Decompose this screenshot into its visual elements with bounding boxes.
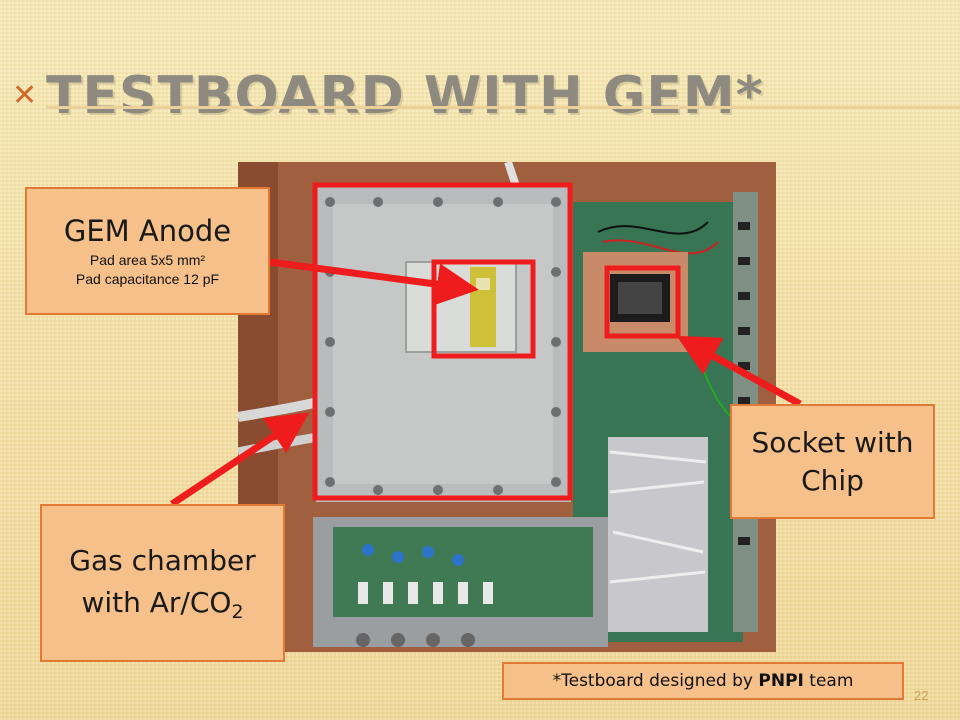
gem-anode-callout: GEM Anode Pad area 5x5 mm² Pad capacitan… — [25, 187, 270, 315]
slide-title: TESTBOARD WITH GEM* — [46, 66, 764, 126]
testboard-photo-illustration — [238, 162, 776, 652]
page-number: 22 — [914, 688, 929, 703]
socket-line-2: Chip — [801, 463, 864, 497]
gas-mixture-text: with Ar/CO — [81, 585, 232, 619]
footnote-prefix: *Testboard designed by — [552, 671, 759, 691]
gas-chamber-line-2: with Ar/CO2 — [81, 582, 243, 627]
title-bullet-icon: ✕ — [12, 78, 38, 113]
gas-chamber-line-1: Gas chamber — [69, 543, 256, 577]
pad-capacitance-text: Pad capacitance 12 pF — [75, 270, 220, 287]
socket-callout: Socket with Chip — [730, 404, 935, 519]
title-underline — [46, 106, 960, 109]
co2-subscript: 2 — [231, 600, 244, 623]
footnote: *Testboard designed by PNPI team — [502, 662, 904, 700]
gas-chamber-callout: Gas chamber with Ar/CO2 — [40, 504, 285, 662]
pad-area-text: Pad area 5x5 mm² — [89, 251, 206, 268]
footnote-suffix: team — [803, 671, 854, 691]
socket-line-1: Socket with — [751, 425, 914, 459]
testboard-photo — [238, 162, 776, 652]
gem-anode-heading: GEM Anode — [63, 214, 232, 249]
footnote-team-name: PNPI — [758, 671, 804, 691]
